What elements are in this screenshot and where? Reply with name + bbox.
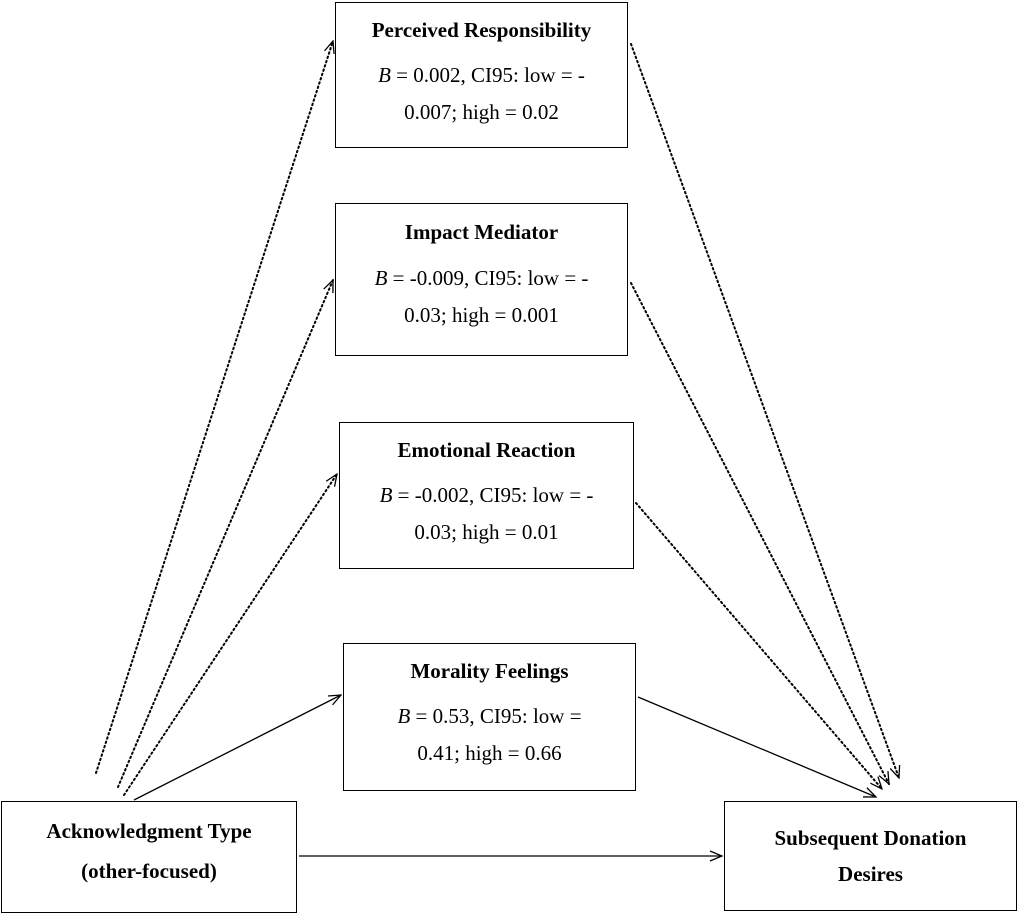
acknowledgment-type-title: Acknowledgment Type xyxy=(46,819,252,843)
emotional-reaction-box: Emotional Reaction B = -0.002, CI95: low… xyxy=(339,422,634,569)
path-perceived-responsibility-to-outcome xyxy=(630,43,899,778)
path-predictor-to-morality-feelings xyxy=(133,695,341,801)
morality-feelings-stats-line2: 0.41; high = 0.66 xyxy=(417,741,562,765)
perceived-responsibility-stats-line2: 0.007; high = 0.02 xyxy=(404,100,559,124)
emotional-reaction-stats: B = -0.002, CI95: low = - 0.03; high = 0… xyxy=(340,477,633,551)
morality-feelings-stats-line1: = 0.53, CI95: low = xyxy=(410,704,582,728)
path-emotional-reaction-to-outcome xyxy=(635,502,882,789)
perceived-responsibility-stats: B = 0.002, CI95: low = - 0.007; high = 0… xyxy=(336,57,627,131)
path-impact-mediator-to-outcome xyxy=(630,282,890,784)
perceived-responsibility-title: Perceived Responsibility xyxy=(371,18,592,42)
perceived-responsibility-stats-line1: = 0.002, CI95: low = - xyxy=(390,63,585,87)
path-predictor-to-impact-mediator xyxy=(117,280,334,788)
subsequent-donation-desires-title: Subsequent Donation Desires xyxy=(725,820,1016,892)
subsequent-donation-desires-box: Subsequent Donation Desires xyxy=(724,801,1017,911)
morality-feelings-b-label: B xyxy=(397,704,411,728)
acknowledgment-type-subtitle: (other-focused) xyxy=(81,859,217,883)
perceived-responsibility-box: Perceived Responsibility B = 0.002, CI95… xyxy=(335,2,628,148)
impact-mediator-box: Impact Mediator B = -0.009, CI95: low = … xyxy=(335,203,628,356)
acknowledgment-type-box: Acknowledgment Type (other-focused) xyxy=(1,801,297,913)
emotional-reaction-title: Emotional Reaction xyxy=(397,438,576,462)
path-morality-feelings-to-outcome xyxy=(637,696,876,797)
impact-mediator-title: Impact Mediator xyxy=(404,220,559,244)
impact-mediator-stats-line2: 0.03; high = 0.001 xyxy=(404,303,559,327)
impact-mediator-stats: B = -0.009, CI95: low = - 0.03; high = 0… xyxy=(336,260,627,334)
emotional-reaction-stats-line2: 0.03; high = 0.01 xyxy=(414,520,559,544)
emotional-reaction-stats-line1: = -0.002, CI95: low = - xyxy=(392,483,594,507)
outcome-title-line2: Desires xyxy=(838,862,903,886)
path-predictor-to-perceived-responsibility xyxy=(95,41,333,774)
morality-feelings-stats: B = 0.53, CI95: low = 0.41; high = 0.66 xyxy=(344,698,635,772)
impact-mediator-b-label: B xyxy=(374,266,388,290)
perceived-responsibility-b-label: B xyxy=(378,63,391,87)
morality-feelings-box: Morality Feelings B = 0.53, CI95: low = … xyxy=(343,643,636,791)
morality-feelings-title: Morality Feelings xyxy=(410,659,569,683)
path-predictor-to-emotional-reaction xyxy=(123,474,338,796)
emotional-reaction-b-label: B xyxy=(379,483,393,507)
outcome-title-line1: Subsequent Donation xyxy=(774,826,967,850)
impact-mediator-stats-line1: = -0.009, CI95: low = - xyxy=(387,266,589,290)
